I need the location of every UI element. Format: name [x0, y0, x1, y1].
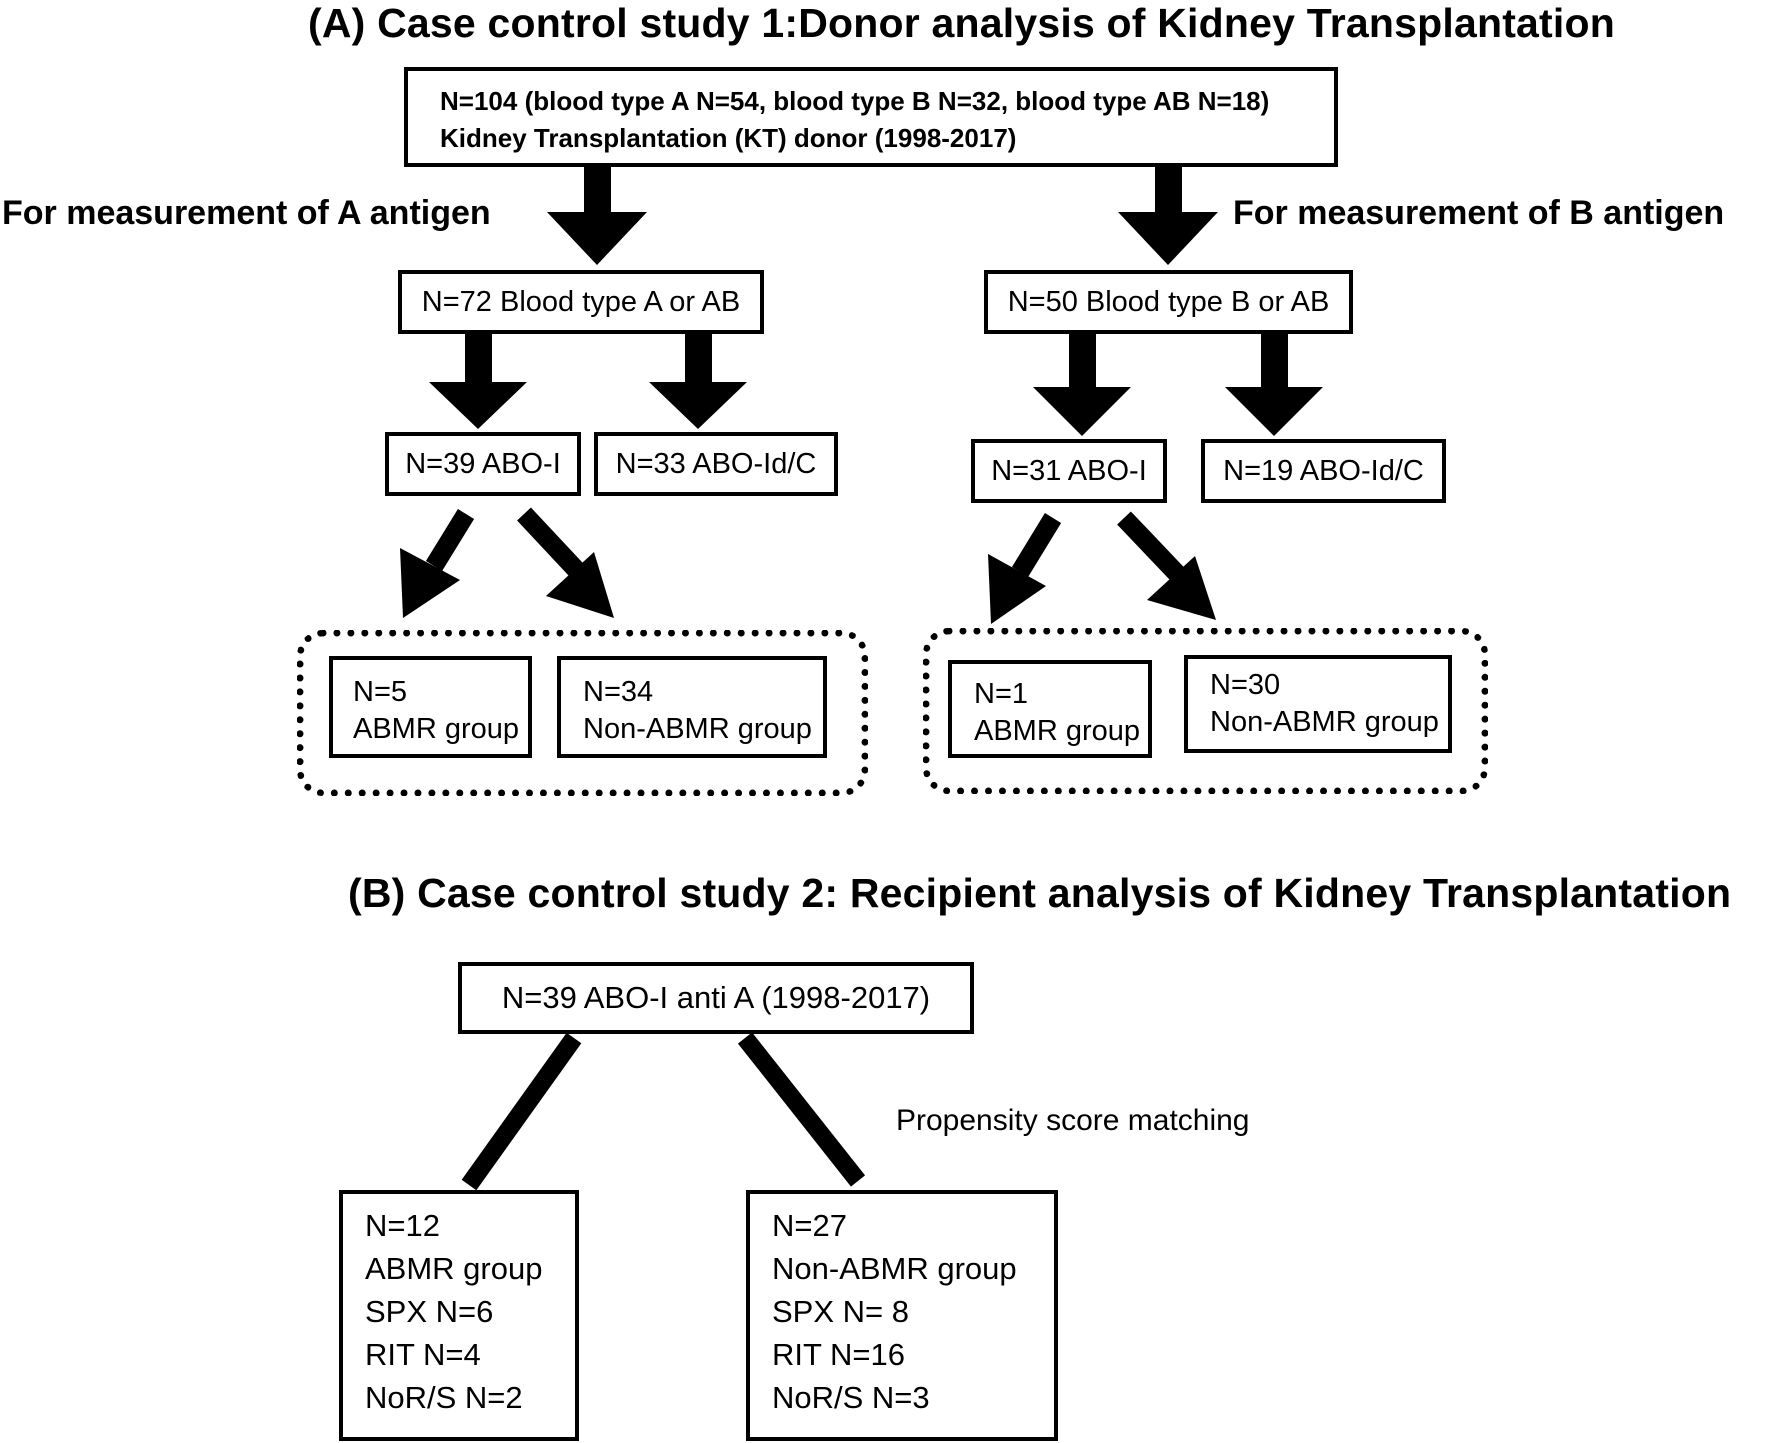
- arrow-diag-left-nonabmr-head: [546, 552, 614, 618]
- recipient-total-box: N=39 ABO-I anti A (1998-2017): [458, 962, 974, 1034]
- right-non-abmr-label: Non-ABMR group: [1210, 706, 1439, 738]
- left-abmr-box: N=5 ABMR group: [329, 656, 532, 758]
- left-non-abmr-box: N=34 Non-ABMR group: [557, 656, 827, 758]
- recipient-non-abmr-box: N=27 Non-ABMR group SPX N= 8 RIT N=16 No…: [746, 1190, 1058, 1441]
- arrow-diag-right-abmr-head: [988, 554, 1046, 624]
- a-antigen-label: For measurement of A antigen: [2, 194, 491, 232]
- arrow-down-left-abo-i: [429, 332, 527, 429]
- left-abo-i-box: N=39 ABO-I: [385, 432, 581, 496]
- blood-type-b-ab-box: N=50 Blood type B or AB: [984, 270, 1353, 334]
- left-outcome-group-outline: [297, 630, 868, 796]
- arrow-diag-left-abmr-shaft: [425, 509, 475, 571]
- recipient-non-abmr-line: RIT N=16: [772, 1337, 905, 1372]
- section-b-title: (B) Case control study 2: Recipient anal…: [348, 870, 1732, 916]
- recipient-abmr-line: ABMR group: [365, 1251, 543, 1286]
- arrow-diag-left-nonabmr-shaft: [517, 507, 589, 583]
- right-non-abmr-count: N=30: [1210, 669, 1281, 701]
- left-non-abmr-label: Non-ABMR group: [583, 713, 812, 745]
- right-abmr-label: ABMR group: [974, 715, 1141, 747]
- donor-total-line-1: N=104 (blood type A N=54, blood type B N…: [440, 86, 1270, 116]
- recipient-abmr-line: SPX N=6: [365, 1294, 494, 1329]
- donor-total-line-2: Kidney Transplantation (KT) donor (1998-…: [440, 123, 1017, 153]
- arrow-down-top-right: [1118, 167, 1218, 265]
- blood-type-a-ab-box: N=72 Blood type A or AB: [398, 270, 764, 334]
- recipient-non-abmr-line: N=27: [772, 1208, 847, 1243]
- left-abo-idc-box: N=33 ABO-Id/C: [594, 432, 838, 496]
- right-non-abmr-box: N=30 Non-ABMR group: [1184, 655, 1452, 753]
- b-antigen-label: For measurement of B antigen: [1233, 194, 1725, 232]
- recipient-abmr-box: N=12 ABMR group SPX N=6 RIT N=4 NoR/S N=…: [339, 1190, 579, 1441]
- right-abmr-count: N=1: [974, 678, 1029, 710]
- left-non-abmr-count: N=34: [583, 676, 654, 708]
- psm-label: Propensity score matching: [896, 1104, 1250, 1137]
- recipient-non-abmr-line: Non-ABMR group: [772, 1251, 1017, 1286]
- right-outcome-group-outline: [923, 628, 1488, 794]
- recipient-non-abmr-line: SPX N= 8: [772, 1294, 909, 1329]
- left-abmr-label: ABMR group: [353, 713, 520, 745]
- recipient-abmr-line: RIT N=4: [365, 1337, 481, 1372]
- recipient-non-abmr-line: NoR/S N=3: [772, 1380, 930, 1415]
- right-abmr-box: N=1 ABMR group: [948, 660, 1152, 758]
- section-a-title: (A) Case control study 1:Donor analysis …: [308, 0, 1615, 46]
- left-abmr-count: N=5: [353, 676, 408, 708]
- arrow-down-right-abo-idc: [1225, 332, 1323, 436]
- connector-line-non-abmr: [737, 1032, 866, 1187]
- arrow-down-left-abo-idc: [649, 332, 747, 429]
- recipient-abmr-line: NoR/S N=2: [365, 1380, 523, 1415]
- right-abo-i-box: N=31 ABO-I: [971, 439, 1167, 503]
- donor-total-box: N=104 (blood type A N=54, blood type B N…: [404, 67, 1338, 167]
- connector-line-abmr: [461, 1032, 582, 1191]
- arrow-down-right-abo-i: [1033, 332, 1131, 436]
- arrow-down-top-left: [547, 167, 647, 265]
- arrow-diag-right-nonabmr-head: [1147, 556, 1216, 620]
- arrow-diag-right-abmr-shaft: [1011, 513, 1062, 577]
- arrow-diag-left-abmr-head: [400, 548, 460, 618]
- arrow-diag-right-nonabmr-shaft: [1117, 511, 1190, 587]
- right-abo-idc-box: N=19 ABO-Id/C: [1201, 439, 1446, 503]
- recipient-abmr-line: N=12: [365, 1208, 440, 1243]
